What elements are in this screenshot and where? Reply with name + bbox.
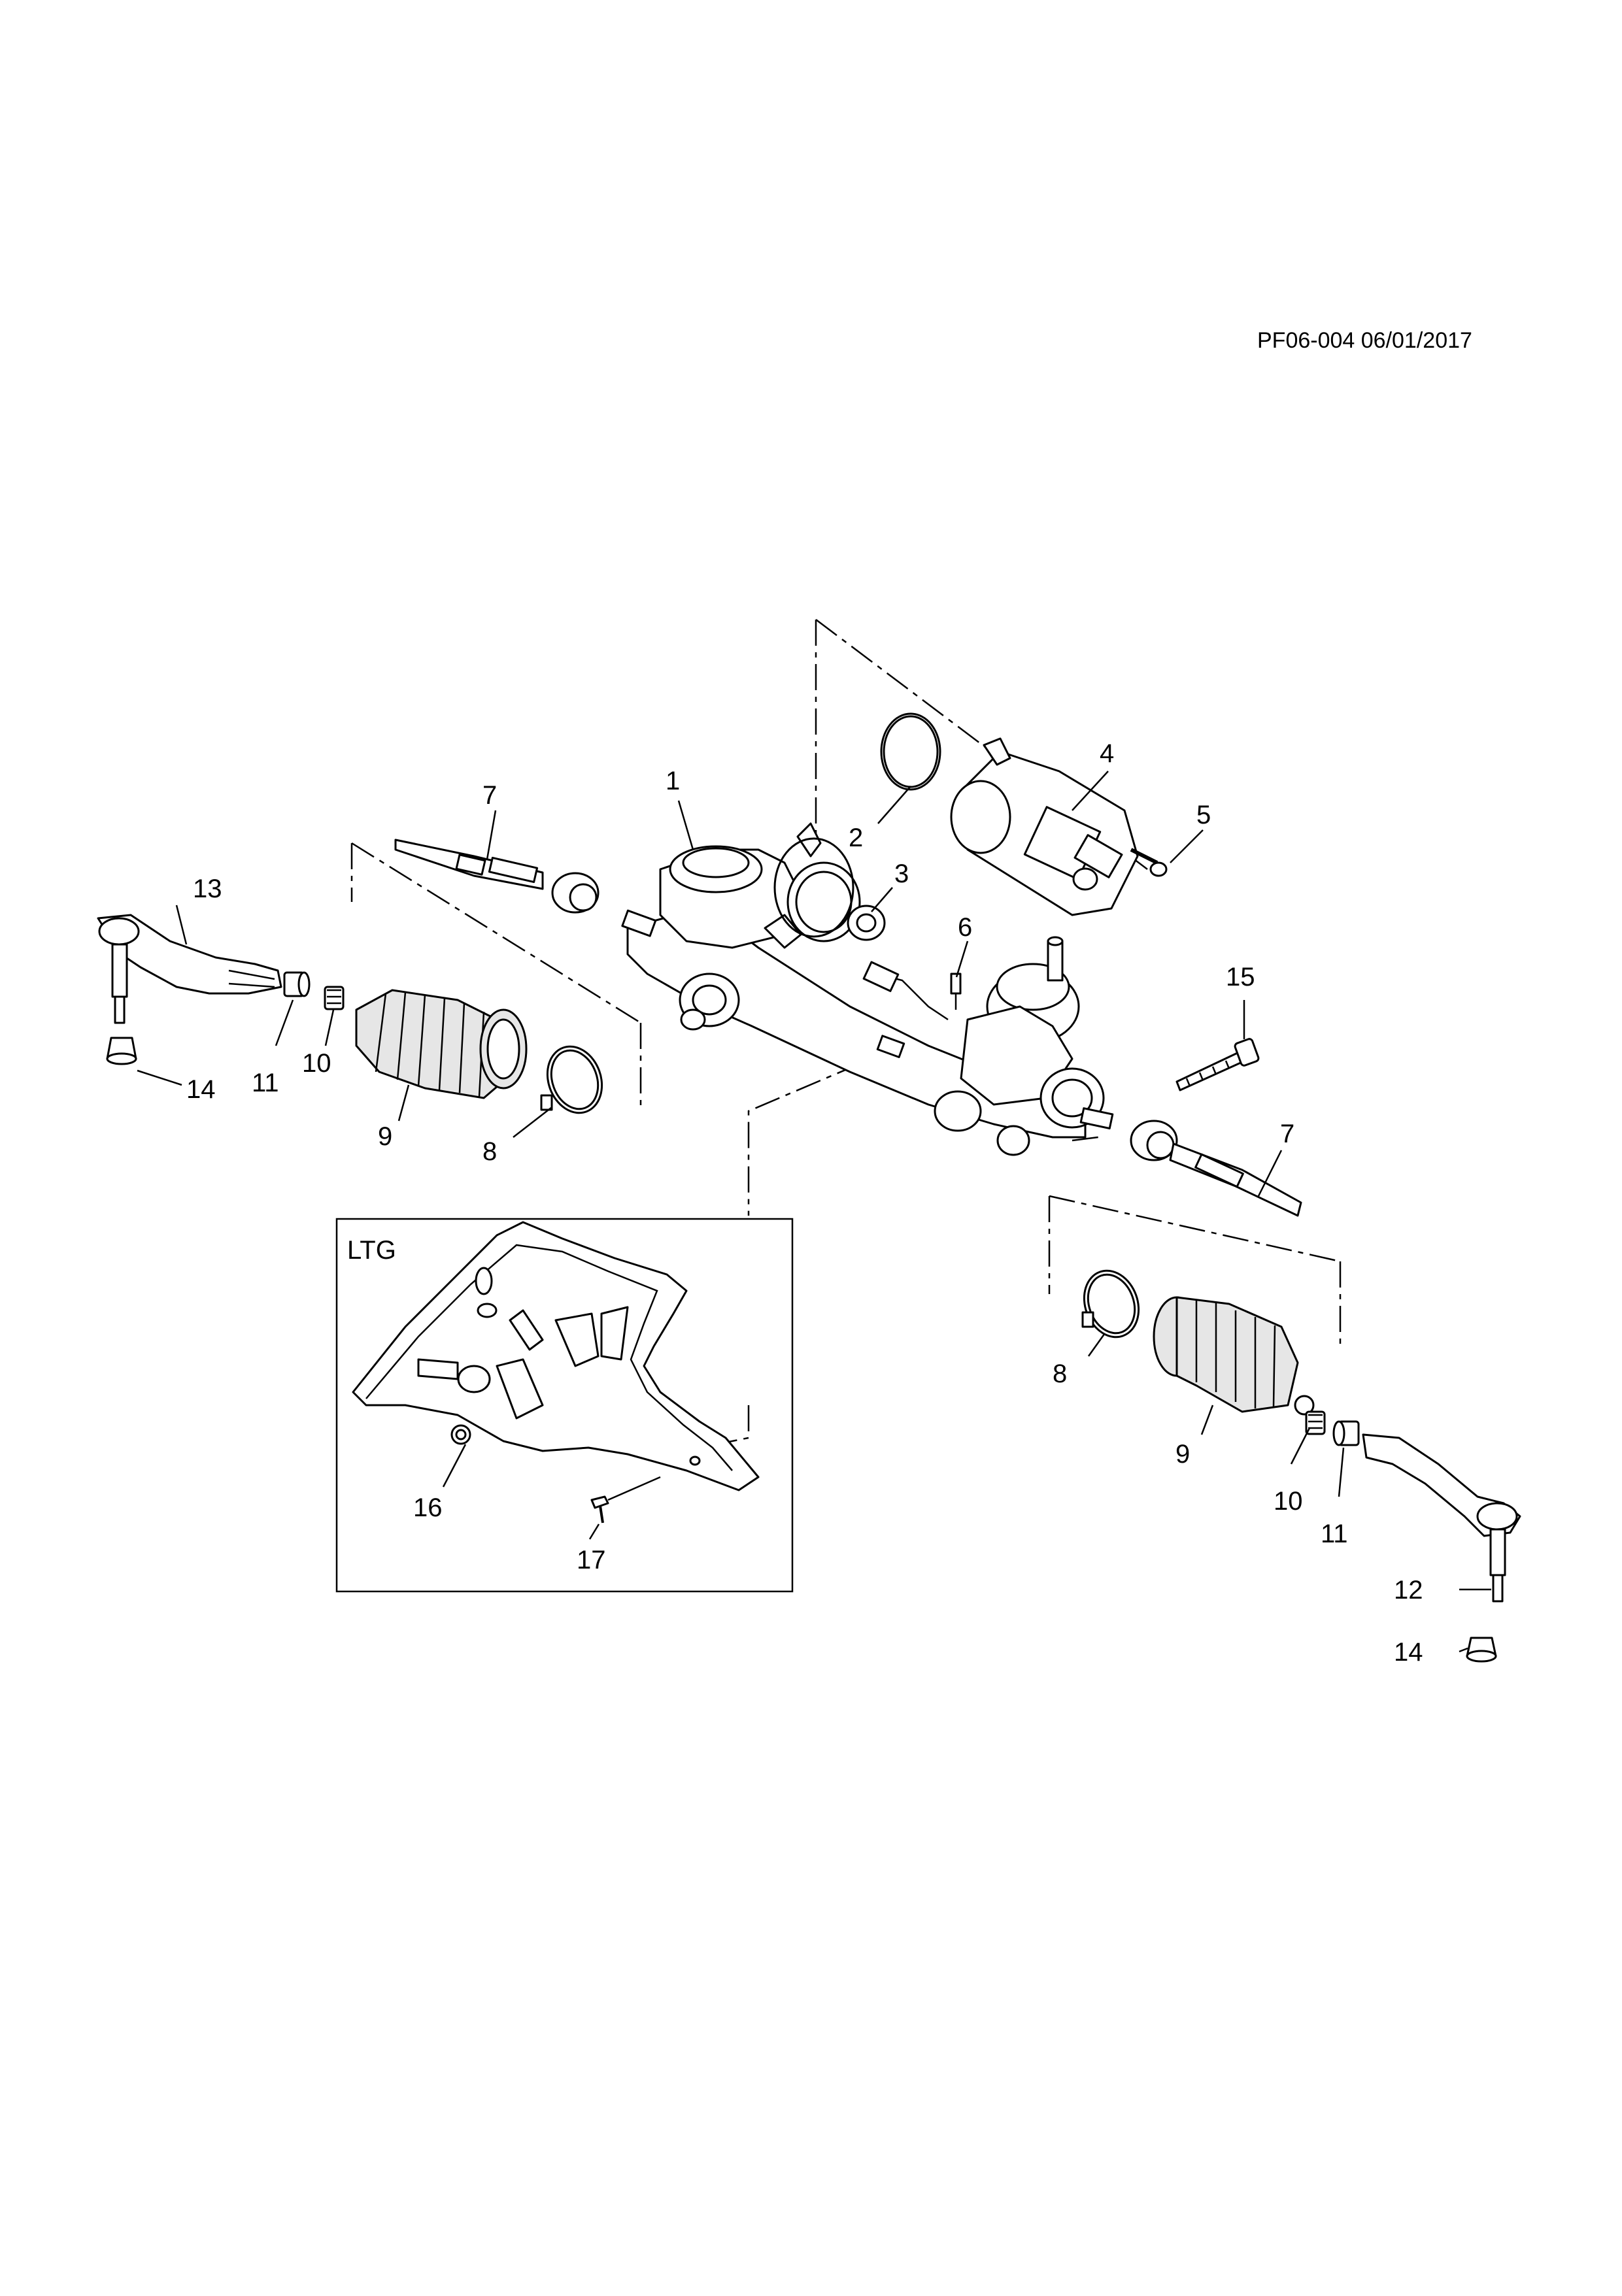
callout-8-left: 8 (482, 1137, 497, 1166)
castle-nut-left (106, 1037, 137, 1065)
adjuster-right (1305, 1410, 1326, 1435)
inner-tie-rod-left (394, 839, 600, 914)
jam-nut-right (1332, 1420, 1360, 1446)
callout-13: 13 (193, 874, 222, 903)
callout-17: 17 (577, 1546, 606, 1574)
callout-9-left: 9 (378, 1122, 392, 1151)
boot-clamp-right (1081, 1269, 1140, 1339)
inset-label: LTG (347, 1236, 396, 1265)
callout-16: 16 (413, 1493, 443, 1522)
document-code: PF06-004 06/01/2017 (1257, 328, 1472, 353)
callout-12: 12 (1394, 1576, 1423, 1605)
callout-5: 5 (1196, 801, 1211, 829)
callout-1: 1 (666, 767, 680, 795)
callout-9-right: 9 (1175, 1440, 1190, 1469)
callout-10-right: 10 (1274, 1487, 1303, 1516)
callout-15: 15 (1226, 963, 1255, 991)
callout-6: 6 (958, 913, 972, 942)
jam-nut-left (283, 971, 311, 997)
castle-nut-right (1466, 1637, 1497, 1663)
outer-tie-rod-left (97, 914, 282, 1024)
callout-3: 3 (894, 859, 909, 888)
callout-7-right: 7 (1280, 1120, 1294, 1148)
callout-8-right: 8 (1053, 1359, 1067, 1388)
bearing (847, 905, 886, 941)
harness-clip (950, 973, 962, 1010)
callouts: 1 2 3 4 5 6 7 7 8 8 9 9 10 10 11 11 12 1… (186, 739, 1423, 1667)
leader-lines (137, 771, 1491, 1653)
motor-bolt (1130, 848, 1168, 877)
callout-11-right: 11 (1321, 1520, 1348, 1548)
ltg-inset: LTG (335, 1218, 794, 1593)
inner-tie-rod-right (1130, 1120, 1302, 1217)
rack-boot-left (355, 989, 528, 1099)
adjuster-left (324, 986, 345, 1010)
callout-11-left: 11 (252, 1069, 279, 1097)
callout-7-left: 7 (482, 781, 497, 810)
callout-2: 2 (849, 824, 863, 852)
boot-clamp-left (540, 1045, 603, 1114)
callout-14-left: 14 (186, 1075, 216, 1104)
callout-14-right: 14 (1394, 1638, 1423, 1667)
callout-10-left: 10 (302, 1049, 331, 1078)
outer-tie-rod-right (1362, 1433, 1521, 1603)
mounting-bolt (1175, 1038, 1260, 1091)
electric-motor (950, 737, 1139, 916)
rack-boot-right (1153, 1296, 1315, 1416)
callout-4: 4 (1100, 739, 1114, 768)
